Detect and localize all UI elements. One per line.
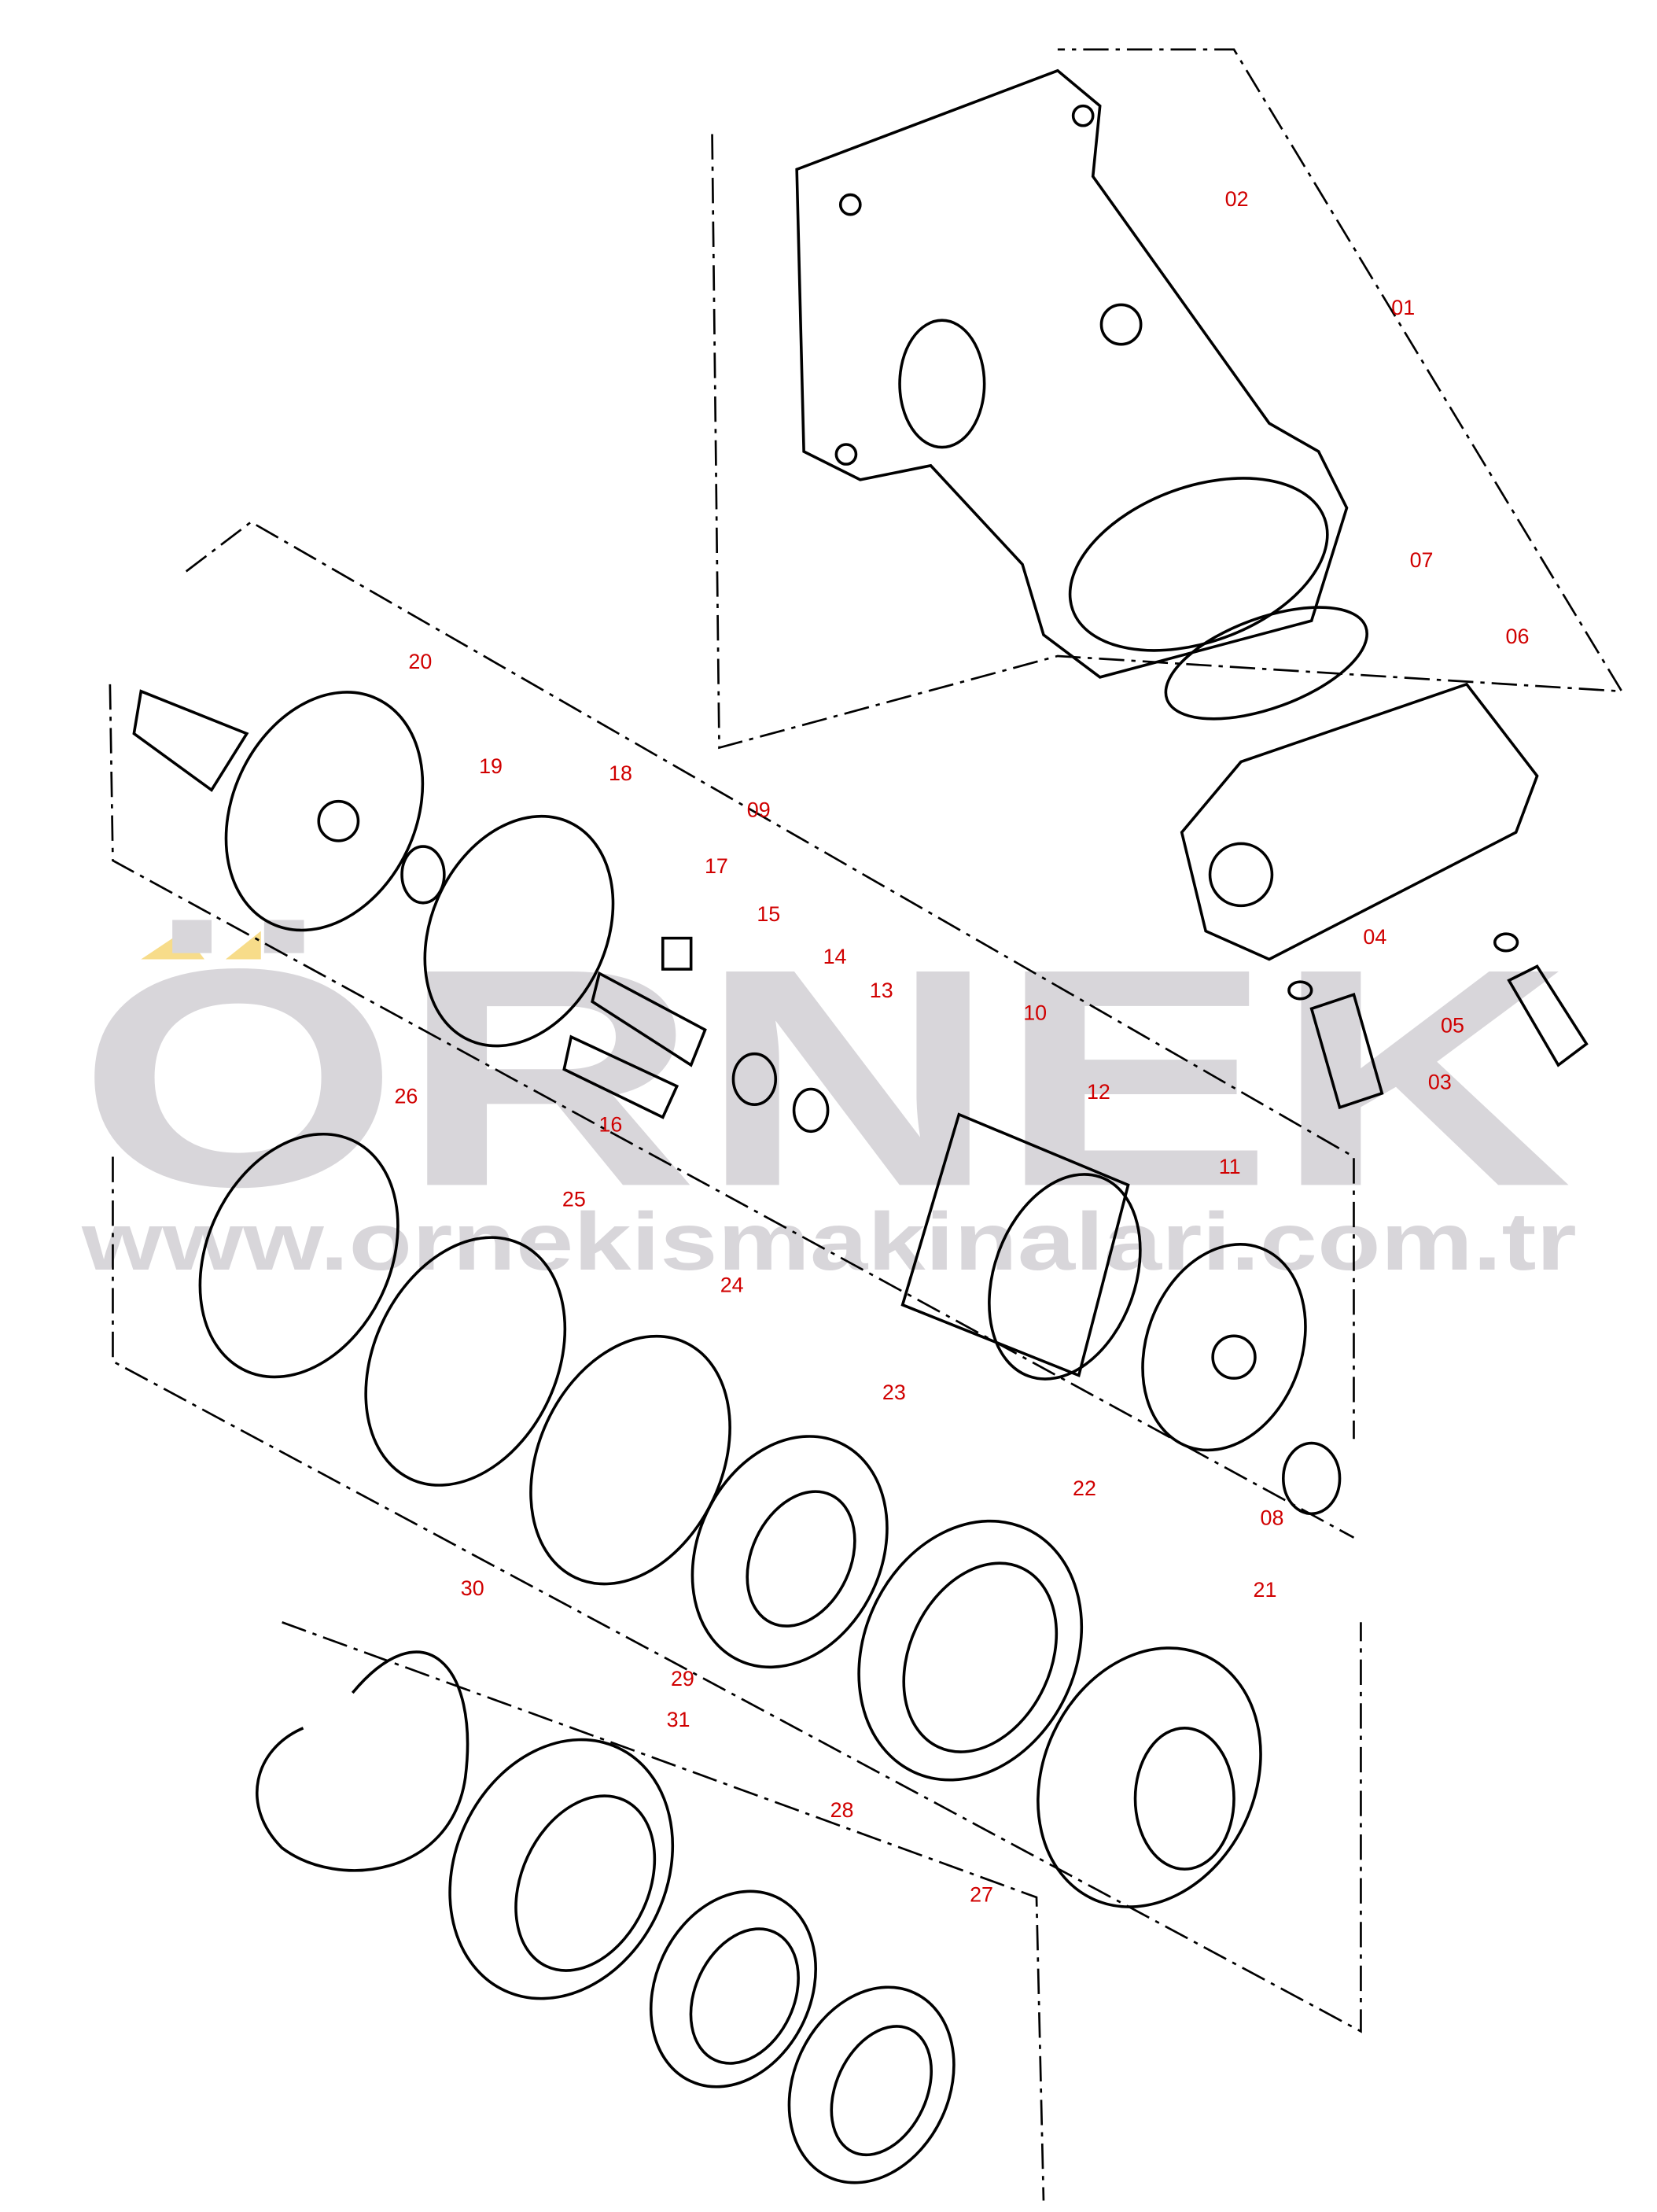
- label-18: 18: [609, 761, 632, 785]
- part-28-seal-ring: [649, 1889, 817, 2088]
- label-04: 04: [1363, 925, 1386, 949]
- part-30-circlip: [256, 1650, 469, 1872]
- part-labels: 02 01 07 06 20 19 18 09 17 15 14 13 10 0…: [394, 187, 1529, 1906]
- part-26-circlip: [198, 1132, 400, 1379]
- part-25-shim: [364, 1236, 567, 1487]
- watermark: ÖRNEK www.ornekismakinalari.com.tr: [78, 904, 1577, 1288]
- label-11: 11: [1219, 1155, 1241, 1178]
- label-08: 08: [1261, 1506, 1284, 1530]
- label-14: 14: [823, 945, 847, 968]
- label-16: 16: [598, 1112, 622, 1136]
- part-27-lock-nut: [787, 1985, 956, 2184]
- label-06: 06: [1506, 625, 1530, 648]
- label-23: 23: [882, 1381, 906, 1404]
- label-31: 31: [667, 1708, 690, 1731]
- part-12-cylinder-block: [900, 1112, 1142, 1381]
- label-22: 22: [1073, 1477, 1096, 1500]
- parts-15-16-17-pistons: [562, 936, 707, 1119]
- seal-group-boundary: [282, 1621, 1045, 2201]
- parts-13-14-spring-and-pin: [731, 1052, 830, 1134]
- label-27: 27: [970, 1882, 993, 1906]
- part-07-o-ring: [1164, 606, 1368, 721]
- label-17: 17: [705, 854, 728, 878]
- part-02-housing: [795, 68, 1349, 679]
- label-29: 29: [671, 1667, 694, 1690]
- label-24: 24: [720, 1274, 744, 1297]
- part-24-shim: [529, 1334, 731, 1586]
- parts-03-04-05-screws: [1287, 932, 1589, 1110]
- label-21: 21: [1254, 1578, 1277, 1602]
- part-08-pin: [1282, 1441, 1342, 1516]
- label-01: 01: [1391, 296, 1415, 319]
- label-19: 19: [479, 754, 503, 778]
- housing-group-boundary: [711, 48, 1624, 750]
- part-11-valve-plate: [1141, 1243, 1307, 1452]
- label-10: 10: [1023, 1001, 1047, 1025]
- rotating-group-boundary: [185, 521, 1355, 1440]
- label-12: 12: [1087, 1080, 1110, 1104]
- label-02: 02: [1225, 187, 1249, 211]
- part-18-retaining-plate: [423, 814, 615, 1048]
- part-06-port-plate: [1180, 682, 1539, 961]
- part-31-shaft-seal: [448, 1738, 675, 2000]
- part-22-bearing-cup: [857, 1519, 1084, 1782]
- part-19-washer: [400, 845, 446, 905]
- label-09: 09: [747, 798, 771, 821]
- watermark-url: www.ornekismakinalari.com.tr: [81, 1196, 1577, 1288]
- watermark-brand: ÖRNEK: [78, 904, 1573, 1251]
- label-26: 26: [394, 1084, 418, 1108]
- label-28: 28: [830, 1798, 854, 1822]
- bearing-group-boundary: [112, 1156, 1362, 2033]
- part-21-roller-bearing: [1037, 1646, 1262, 1908]
- label-30: 30: [461, 1576, 484, 1600]
- label-25: 25: [562, 1187, 586, 1211]
- label-03: 03: [1428, 1070, 1452, 1093]
- part-23-ball-bearing: [690, 1435, 889, 1669]
- part-20-drive-shaft: [132, 689, 425, 932]
- label-13: 13: [870, 979, 893, 1002]
- label-05: 05: [1441, 1014, 1464, 1038]
- label-15: 15: [757, 902, 780, 926]
- watermark-accent-left: [141, 931, 205, 960]
- label-20: 20: [408, 650, 432, 673]
- label-07: 07: [1410, 548, 1434, 572]
- rotating-group-lower-line: [109, 684, 1355, 1539]
